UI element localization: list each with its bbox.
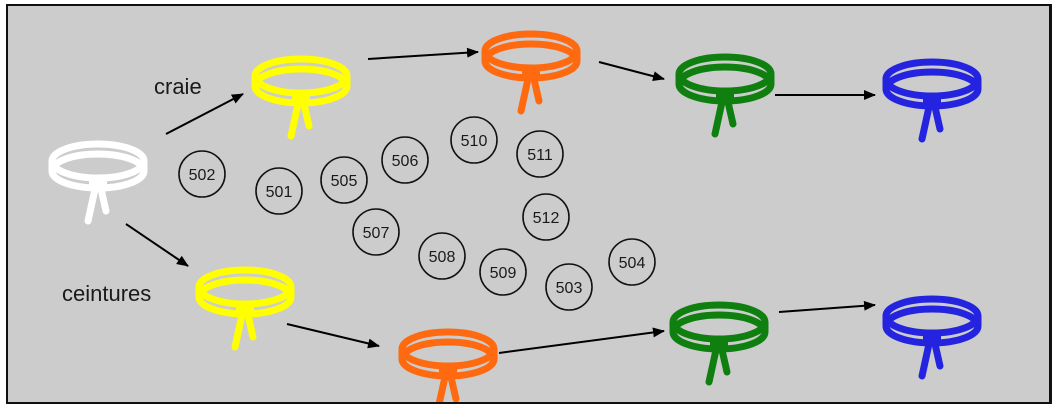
belt-orange-bottom — [398, 328, 498, 402]
label-ceintures: ceintures — [62, 281, 151, 306]
number-label: 507 — [363, 225, 390, 242]
number-label: 506 — [392, 153, 419, 170]
number-node-505: 505 — [320, 156, 368, 204]
number-label: 503 — [556, 280, 583, 297]
arrow-2 — [125, 223, 189, 267]
diagram-frame: 502 501 505 506 510 511 507 508 509 512 503 504 cra… — [6, 4, 1052, 404]
number-label: 510 — [461, 133, 488, 150]
number-node-510: 510 — [450, 116, 498, 164]
belt-yellow-bottom — [195, 266, 295, 351]
number-label: 502 — [189, 167, 216, 184]
arrow-8 — [778, 300, 876, 313]
arrow-1 — [165, 93, 244, 135]
number-node-504: 504 — [608, 238, 656, 286]
arrow-6 — [286, 323, 380, 349]
number-node-512: 512 — [522, 193, 570, 241]
belt-orange-top — [481, 30, 581, 115]
belt-blue-bottom — [882, 295, 982, 380]
belt-progression-diagram: 502 501 505 506 510 511 507 508 509 512 503 504 cra… — [48, 30, 982, 402]
belt-white — [48, 140, 148, 225]
number-label: 505 — [331, 173, 358, 190]
number-label: 512 — [533, 210, 560, 227]
belt-green-top — [675, 53, 775, 138]
label-craie: craie — [154, 74, 202, 99]
number-node-508: 508 — [418, 232, 466, 280]
arrow-7 — [498, 327, 665, 354]
number-label: 509 — [490, 265, 517, 282]
number-label: 508 — [429, 249, 456, 266]
number-node-503: 503 — [545, 263, 593, 311]
number-node-501: 501 — [255, 167, 303, 215]
belt-green-bottom — [669, 301, 769, 386]
number-node-509: 509 — [479, 248, 527, 296]
arrow-4 — [598, 61, 665, 82]
number-node-506: 506 — [381, 136, 429, 184]
number-label: 511 — [527, 147, 553, 164]
belt-blue-top — [882, 58, 982, 143]
number-node-511: 511 — [516, 130, 564, 178]
belt-yellow-top — [251, 55, 351, 140]
number-label: 501 — [266, 184, 293, 201]
number-label: 504 — [619, 255, 646, 272]
number-node-502: 502 — [178, 150, 226, 198]
number-node-507: 507 — [352, 208, 400, 256]
arrow-3 — [367, 47, 479, 60]
